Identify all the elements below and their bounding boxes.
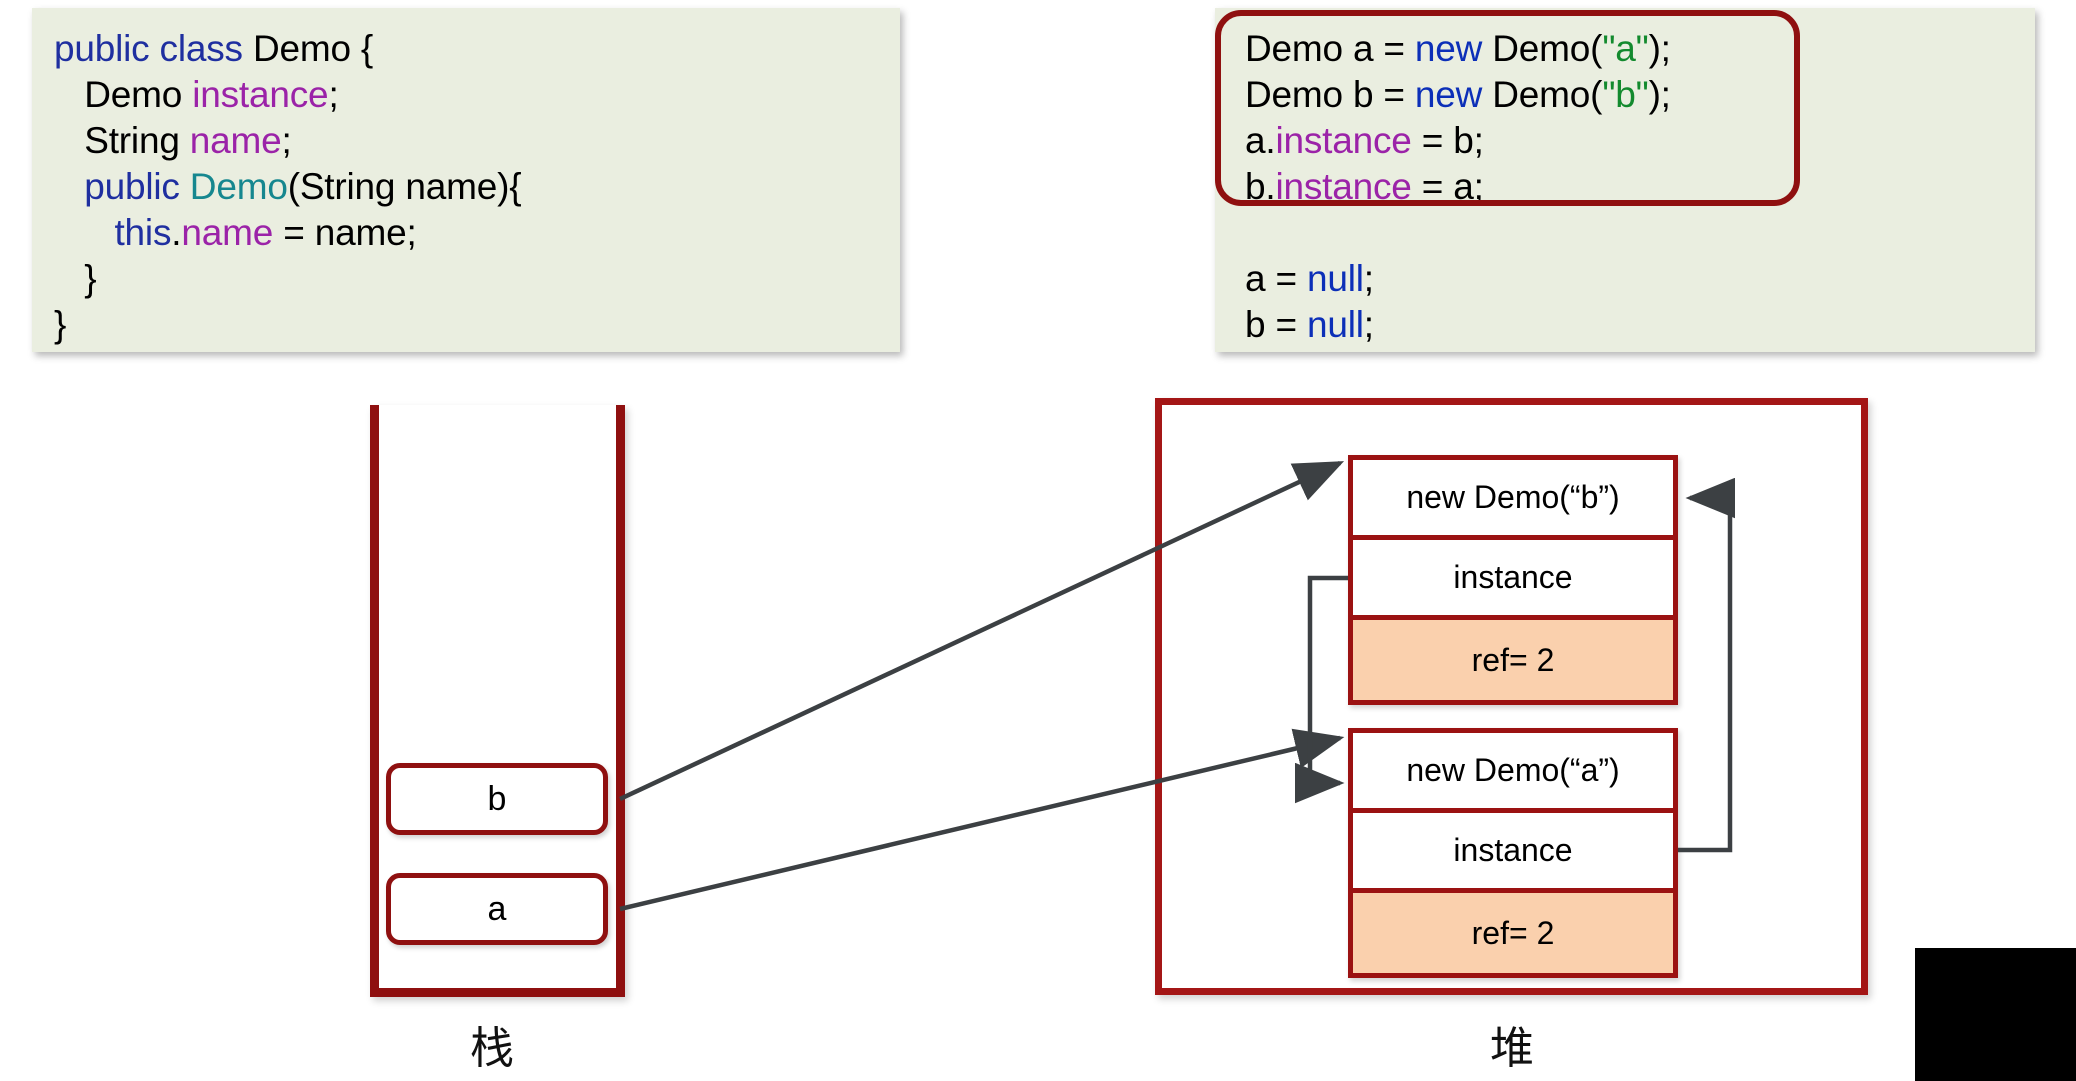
code-token: Demo(: [1482, 28, 1603, 69]
heap-object-title: new Demo(“b”): [1353, 460, 1673, 540]
code-token: = name;: [273, 212, 417, 253]
code-panel-class-definition: public class Demo { Demo instance; Strin…: [32, 8, 900, 352]
code-token: name: [189, 120, 282, 161]
heap-object-demo-b: new Demo(“b”) instance ref= 2: [1348, 455, 1678, 705]
code-token: new: [1414, 74, 1483, 115]
code-token: name: [181, 212, 274, 253]
heap-object-field-instance: instance: [1353, 540, 1673, 620]
arrow-b-instance-to-demo-a: [1295, 575, 1348, 804]
code-token: ;: [328, 74, 339, 115]
code-line: public Demo(String name){: [54, 164, 900, 210]
arrow-stack-a-to-demo-a: [619, 728, 1345, 912]
code-line: }: [54, 302, 900, 348]
code-token: = b;: [1411, 120, 1484, 161]
heap-object-refcount: ref= 2: [1353, 893, 1673, 973]
code-token: .: [171, 212, 182, 253]
stack-zone-label: 栈: [470, 1023, 514, 1074]
code-token: b =: [1245, 304, 1307, 345]
code-token: Demo {: [252, 28, 374, 69]
code-line: this.name = name;: [54, 210, 900, 256]
code-token: }: [54, 258, 97, 299]
code-line: Demo b = new Demo("b");: [1215, 72, 2035, 118]
code-token: "b": [1602, 74, 1649, 115]
code-token: a.: [1245, 120, 1276, 161]
code-token: public class: [54, 28, 253, 69]
code-line: Demo instance;: [54, 72, 900, 118]
code-line: Demo a = new Demo("a");: [1215, 26, 2035, 72]
code-line: }: [54, 256, 900, 302]
code-line: b = null;: [1215, 302, 2035, 348]
code-token: String: [54, 120, 190, 161]
code-line: public class Demo {: [54, 26, 900, 72]
code-token: Demo: [189, 166, 288, 207]
heap-object-refcount: ref= 2: [1353, 620, 1673, 700]
code-token: Demo(: [1482, 74, 1603, 115]
code-panel-usage: Demo a = new Demo("a"); Demo b = new Dem…: [1215, 8, 2035, 352]
code-token: a =: [1245, 258, 1307, 299]
code-token: new: [1414, 28, 1483, 69]
code-token: this: [54, 212, 172, 253]
code-token: );: [1648, 74, 1671, 115]
code-token: Demo b =: [1245, 74, 1415, 115]
code-token: instance: [1275, 120, 1412, 161]
stack-variable-label: a: [487, 889, 507, 928]
code-line: a.instance = b;: [1215, 118, 2035, 164]
code-token: instance: [192, 74, 329, 115]
heap-object-demo-a: new Demo(“a”) instance ref= 2: [1348, 728, 1678, 978]
code-token: (String name){: [287, 166, 522, 207]
code-token: );: [1648, 28, 1671, 69]
code-token: "a": [1602, 28, 1649, 69]
heap-object-title: new Demo(“a”): [1353, 733, 1673, 813]
code-token: null: [1306, 258, 1364, 299]
arrow-stack-b-to-demo-b: [619, 460, 1345, 802]
stack-variable-b: b: [386, 763, 608, 835]
arrow-a-instance-to-demo-b: [1678, 477, 1735, 853]
code-token: Demo: [54, 74, 193, 115]
code-token: Demo a =: [1245, 28, 1415, 69]
heap-object-field-instance: instance: [1353, 813, 1673, 893]
code-token: }: [54, 304, 67, 345]
code-token: ;: [281, 120, 292, 161]
heap-zone-label: 堆: [1490, 1023, 1534, 1074]
black-corner-block: [1915, 948, 2076, 1081]
code-line: String name;: [54, 118, 900, 164]
code-token: ;: [1363, 304, 1374, 345]
stack-variable-a: a: [386, 873, 608, 945]
code-line: a = null;: [1215, 256, 2035, 302]
code-token: null: [1306, 304, 1364, 345]
code-token: public: [54, 166, 190, 207]
stack-variable-label: b: [487, 779, 507, 818]
code-token: ;: [1363, 258, 1374, 299]
